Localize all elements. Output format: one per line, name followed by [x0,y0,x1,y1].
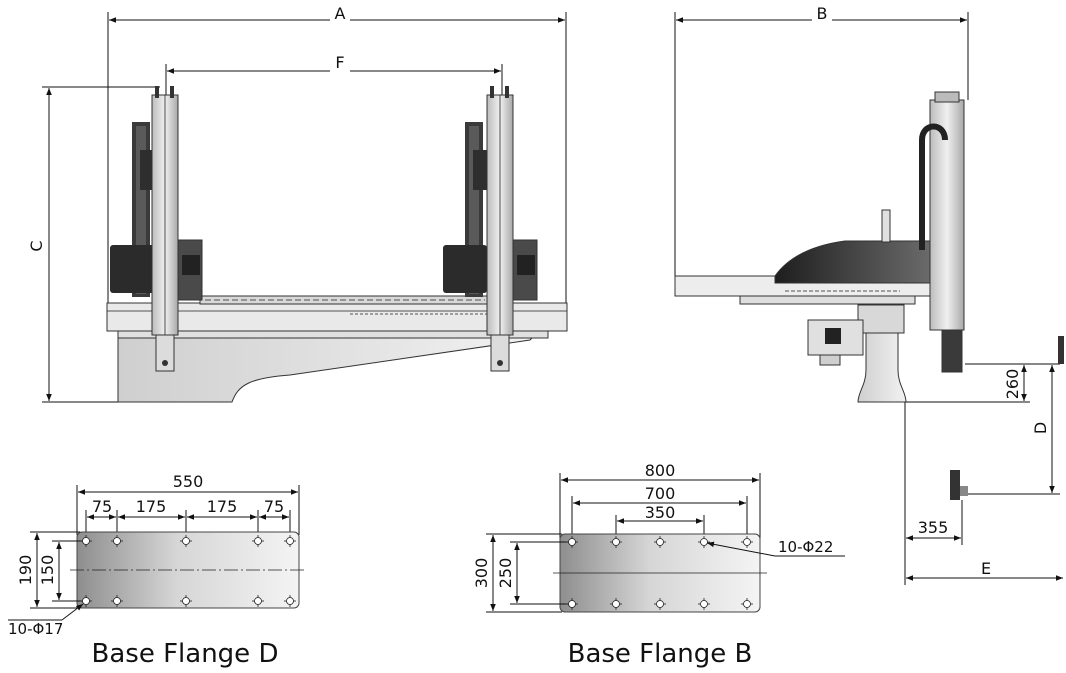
front-view: A F C [27,4,568,403]
dimension-b-label: B [817,4,828,23]
dimension-260-label: 260 [1003,369,1022,400]
flange-d-offset-left-label: 75 [92,497,112,516]
side-view: B 260 D [674,4,1064,585]
flange-b-holes-label: 10-Φ22 [778,538,833,556]
flange-d-height-label: 190 [16,555,35,586]
base-flange-b: 800 700 350 300 250 [472,461,845,669]
dimension-355-label: 355 [918,518,949,537]
dimension-c: C [27,86,160,403]
dimension-f-label: F [335,53,344,72]
side-lower-gripper [950,470,960,500]
flange-d-pitch2-label: 175 [207,497,238,516]
flange-d-pitch1-label: 175 [136,497,167,516]
flange-b-pitch-inner-label: 350 [645,503,676,522]
flange-d-holes [80,535,296,607]
flange-b-holes [566,536,753,610]
flange-b-title: Base Flange B [568,639,753,669]
flange-d-offset-right-label: 75 [264,497,284,516]
dimension-d: D [965,336,1064,495]
flange-d-holes-label: 10-Φ17 [8,620,63,638]
dimension-260: 260 [906,363,1060,403]
side-hood [774,240,931,284]
dimension-d-label: D [1031,422,1050,434]
base-flange-d: 550 75 175 175 75 190 150 [8,472,306,669]
front-left-column [110,86,203,372]
dimension-a-label: A [335,4,346,23]
dimension-f: F [165,53,503,100]
dimension-e-label: E [981,559,991,578]
flange-d-width-label: 550 [173,472,204,491]
side-pedestal [857,329,907,403]
front-base-pedestal [117,329,542,403]
dimension-b: B [674,4,969,290]
flange-b-pitch-outer-label: 700 [645,484,676,503]
dimension-355: 355 [904,402,963,585]
flange-b-hole-pitch-label: 250 [496,558,515,589]
dimension-c-label: C [27,240,46,251]
flange-b-height-label: 300 [472,558,491,589]
flange-d-hole-pitch-label: 150 [38,555,57,586]
flange-b-width-label: 800 [645,461,676,480]
dimension-a: A [107,4,567,310]
dimension-e: E [906,559,1063,581]
front-right-column [443,86,538,372]
flange-d-title: Base Flange D [92,639,279,669]
